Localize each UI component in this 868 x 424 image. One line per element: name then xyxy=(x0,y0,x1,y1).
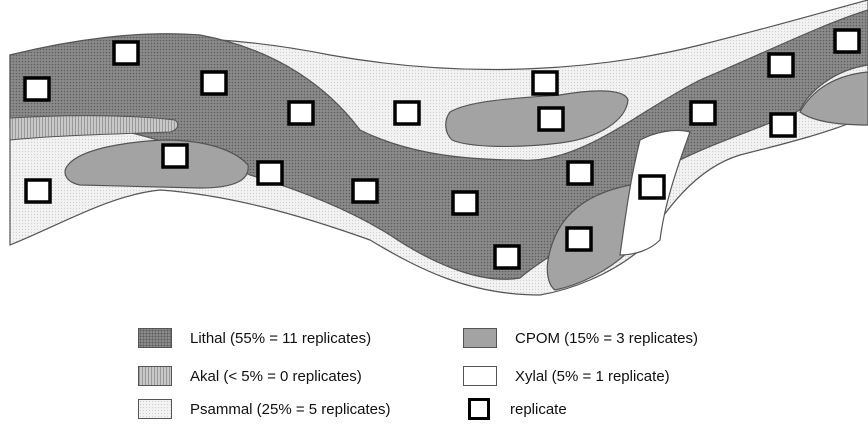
cpom-patch-right xyxy=(799,71,868,126)
replicate-marker xyxy=(767,52,795,78)
replicate-marker xyxy=(451,190,479,216)
replicate-marker xyxy=(23,76,51,102)
replicate-marker xyxy=(638,174,666,200)
replicate-marker xyxy=(566,160,594,186)
replicate-marker xyxy=(200,70,228,96)
replicate-marker xyxy=(537,106,565,132)
cpom-patch-left xyxy=(64,139,249,189)
akal-area xyxy=(9,115,179,141)
cpom-patch-middle xyxy=(445,90,629,148)
replicate-marker xyxy=(833,28,861,54)
replicate-marker xyxy=(161,143,189,169)
replicate-marker xyxy=(256,160,284,186)
replicate-marker xyxy=(287,100,315,126)
replicate-marker xyxy=(112,40,140,66)
replicates xyxy=(23,28,861,270)
replicate-marker xyxy=(351,178,379,204)
replicate-marker xyxy=(565,226,593,252)
replicate-marker xyxy=(531,70,559,96)
replicate-marker xyxy=(493,244,521,270)
replicate-marker xyxy=(24,178,52,204)
replicate-marker xyxy=(769,112,797,138)
replicate-marker xyxy=(393,100,421,126)
replicate-marker xyxy=(689,100,717,126)
